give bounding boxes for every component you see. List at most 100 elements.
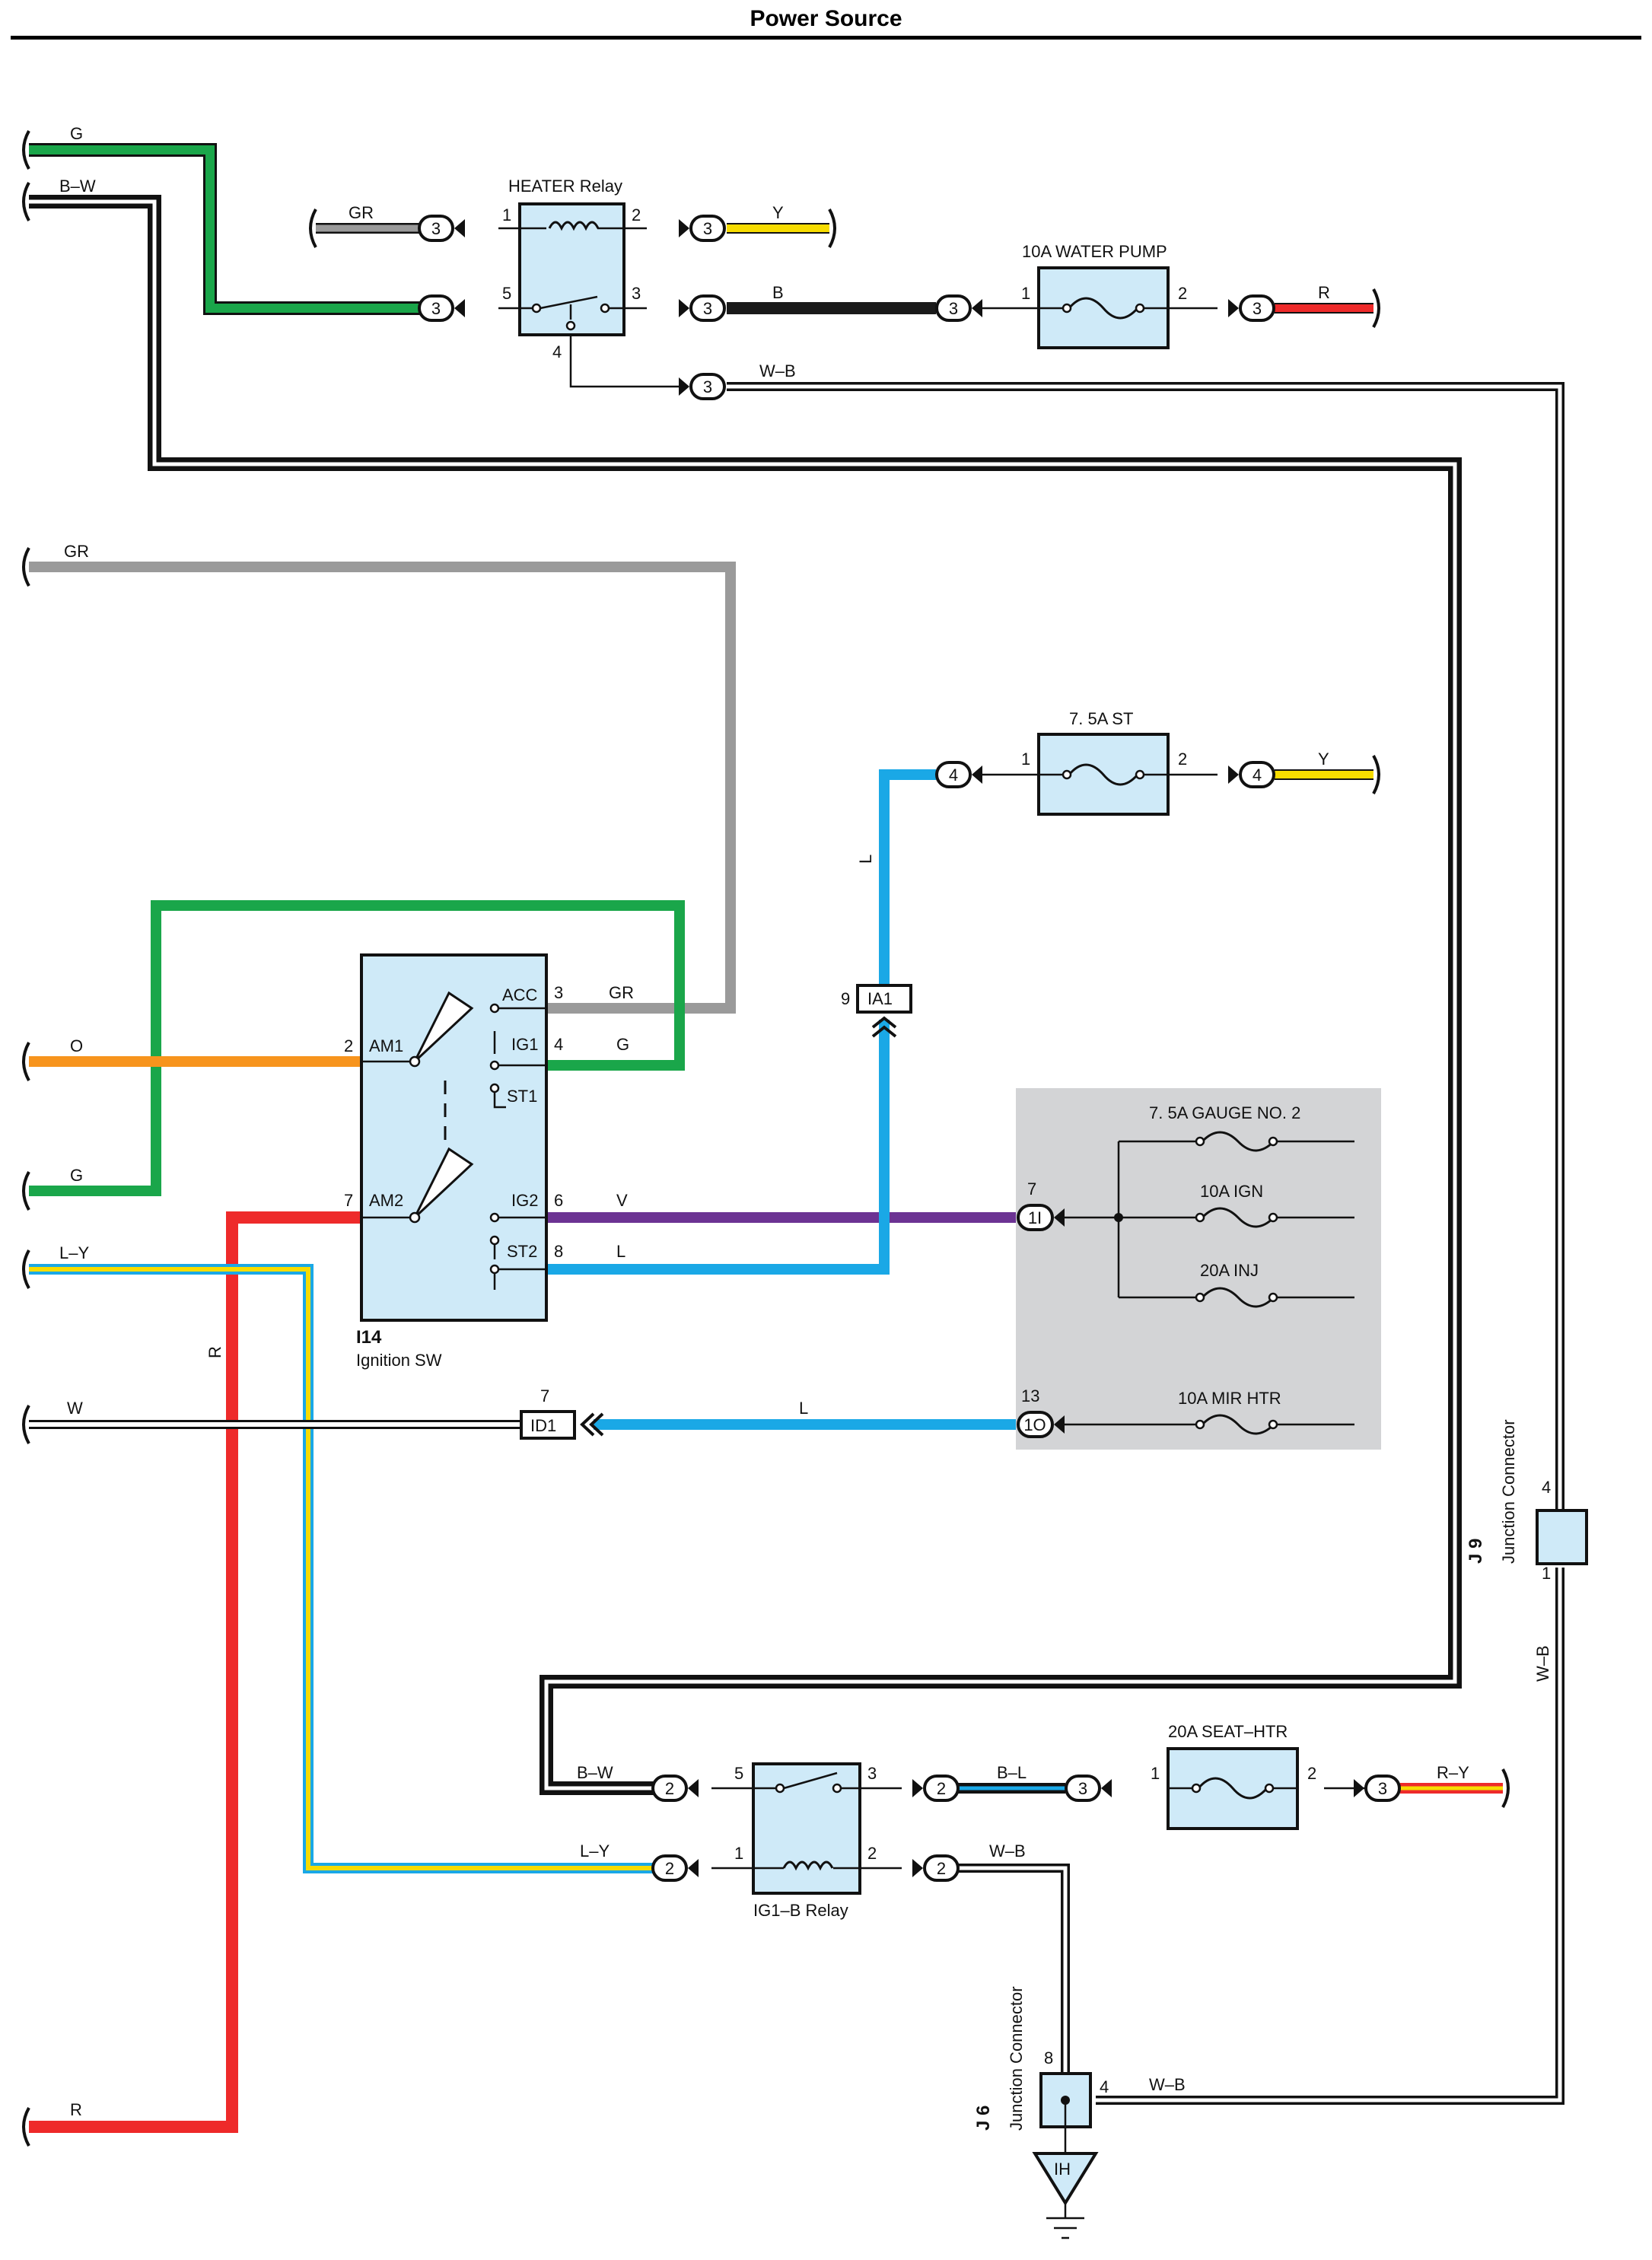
wire-label-b-relay: B xyxy=(772,283,784,302)
water-pump-fuse-label: 10A WATER PUMP xyxy=(1022,242,1167,261)
ign-terminal-st1: ST1 xyxy=(507,1087,537,1106)
heater-relay-pin-5: 5 xyxy=(502,284,511,303)
ign-terminal-st2: ST2 xyxy=(507,1242,537,1261)
connector-pill-number: 2 xyxy=(937,1779,946,1798)
st-fuse xyxy=(1037,733,1170,816)
heater-relay-pin-4: 4 xyxy=(552,342,562,361)
wire-label-bw-top: B–W xyxy=(59,177,96,196)
connector-pill-number: 3 xyxy=(431,299,441,318)
ground-label: IH xyxy=(1054,2160,1071,2179)
connector-pill-number: 2 xyxy=(665,1779,674,1798)
st-fuse-pin-1: 1 xyxy=(1021,750,1030,769)
wire-r-vertical xyxy=(29,1211,361,2133)
connector-pill-number: 3 xyxy=(431,219,441,238)
ign-name: Ignition SW xyxy=(356,1351,442,1370)
connector-pill: 3 xyxy=(418,294,465,322)
j6-pin-4: 4 xyxy=(1100,2077,1109,2096)
connector-pill: 2 xyxy=(651,1854,699,1882)
wire-wb-ig1b xyxy=(955,1864,1070,2074)
water-pump-fuse xyxy=(1037,266,1170,349)
heater-relay-pin-3: 3 xyxy=(632,284,641,303)
wire-label-wb-relay: W–B xyxy=(759,361,796,380)
connector-pill: 4 xyxy=(935,761,982,788)
connector-pills: 3 3 3 3 3 3 3 4 4 2 2 2 2 3 3 xyxy=(418,215,1401,1882)
fuse-mir-htr-label: 10A MIR HTR xyxy=(1178,1389,1281,1408)
ign-pin-ig1: 4 xyxy=(554,1035,563,1054)
ground-icon xyxy=(1032,2152,1099,2239)
ignition-switch xyxy=(360,953,548,1322)
connector-pill-number: 2 xyxy=(937,1859,946,1878)
wire-label-y-st: Y xyxy=(1318,750,1329,769)
heater-relay-pin-2: 2 xyxy=(632,205,641,224)
j9-code: J 9 xyxy=(1466,1539,1486,1564)
ign-pin-acc: 3 xyxy=(554,983,563,1002)
p1o-label: 1O xyxy=(1023,1415,1046,1434)
title-rule xyxy=(11,36,1641,40)
st-fuse-label: 7. 5A ST xyxy=(1069,709,1133,728)
ig1b-pin-3: 3 xyxy=(867,1764,877,1783)
wire-label-y-relay: Y xyxy=(772,203,784,222)
connector-pill-number: 3 xyxy=(703,377,712,396)
wire-brace-marks xyxy=(22,130,1510,2147)
wire-bw-top xyxy=(29,195,1462,1795)
ign-pin-am1: 2 xyxy=(344,1036,353,1055)
water-pump-pin-1: 1 xyxy=(1021,284,1030,303)
wire-label-gr-relay: GR xyxy=(349,203,374,222)
connector-pill-number: 3 xyxy=(1078,1779,1087,1798)
st-fuse-pin-2: 2 xyxy=(1178,750,1187,769)
wire-label-l-vertical: L xyxy=(856,855,875,864)
wire-label-r-vertical: R xyxy=(205,1346,224,1358)
wire-label-l-mir: L xyxy=(799,1399,808,1418)
fuse-ign-label: 10A IGN xyxy=(1200,1182,1263,1201)
wire-label-w-left: W xyxy=(67,1399,83,1418)
connector-pill: 3 xyxy=(679,294,726,322)
ig1b-relay-label: IG1–B Relay xyxy=(753,1901,848,1920)
connector-pill-number: 3 xyxy=(703,219,712,238)
wire-g-left xyxy=(29,900,685,1196)
heater-relay-pin-1: 1 xyxy=(502,205,511,224)
ign-terminal-acc: ACC xyxy=(502,985,538,1004)
wire-label-g-left: G xyxy=(70,1166,83,1185)
p1i-pin: 7 xyxy=(1027,1179,1036,1198)
ig1b-pin-5: 5 xyxy=(734,1764,743,1783)
p1o-connector xyxy=(1017,1411,1065,1438)
junction-block xyxy=(1016,1088,1381,1450)
wire-label-wb-right: W–B xyxy=(1533,1645,1552,1682)
wire-label-wb-ig1b: W–B xyxy=(989,1841,1026,1861)
ia1-pin: 9 xyxy=(841,989,850,1008)
wire-label-v-ig2: V xyxy=(616,1191,628,1210)
ign-terminal-ig2: IG2 xyxy=(511,1191,538,1210)
p1i-connector xyxy=(1017,1204,1065,1231)
connector-pill: 3 xyxy=(679,215,726,242)
j6-connector xyxy=(1039,2072,1092,2153)
wire-label-ly-left: L–Y xyxy=(59,1243,89,1262)
connector-pill: 3 xyxy=(935,294,982,322)
connector-pill: 3 xyxy=(679,373,726,400)
wire-relay-pin4 xyxy=(569,331,685,388)
ia1-label: IA1 xyxy=(867,989,893,1008)
wire-label-g-top: G xyxy=(70,124,83,143)
heater-relay-label: HEATER Relay xyxy=(508,177,622,196)
ign-terminal-am2: AM2 xyxy=(369,1191,403,1210)
connector-pill: 2 xyxy=(912,1775,960,1802)
seat-htr-pin-1: 1 xyxy=(1151,1764,1160,1783)
id1-pin: 7 xyxy=(540,1386,549,1405)
connector-pill-number: 3 xyxy=(949,299,958,318)
wire-label-gr-acc: GR xyxy=(609,983,634,1002)
wire-g-top xyxy=(29,143,422,315)
ign-pin-st2: 8 xyxy=(554,1242,563,1261)
wire-label-gr-left: GR xyxy=(64,542,89,561)
wire-label-r-left: R xyxy=(70,2100,82,2119)
wire-label-wb-j6: W–B xyxy=(1149,2075,1186,2094)
water-pump-pin-2: 2 xyxy=(1178,284,1187,303)
page-title: Power Source xyxy=(750,6,902,31)
connector-pill: 3 xyxy=(1354,1775,1401,1802)
ign-code: I14 xyxy=(356,1327,382,1348)
ign-terminal-ig1: IG1 xyxy=(511,1035,538,1054)
ig1b-pin-2: 2 xyxy=(867,1844,877,1863)
wire-label-g-ig1: G xyxy=(616,1035,629,1054)
connector-pill-number: 3 xyxy=(1253,299,1262,318)
connector-pill: 3 xyxy=(1228,294,1275,322)
ign-pin-am2: 7 xyxy=(344,1191,353,1210)
